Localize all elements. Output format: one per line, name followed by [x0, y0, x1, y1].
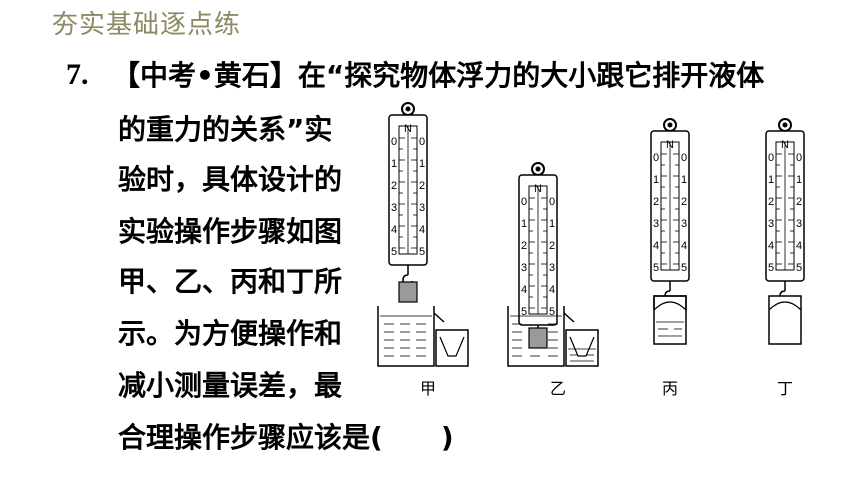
metal-block-yi [528, 327, 548, 349]
setup-yi: N 0 0 1 1 2 2 3 3 4 4 5 5 [507, 162, 599, 398]
small-cup-yi [565, 329, 599, 367]
tick-left-3: 3 [521, 262, 527, 274]
setup-bing: N 0 0 1 1 2 2 3 3 4 4 5 5 丙 [650, 118, 690, 398]
tick-left-4: 4 [653, 240, 659, 252]
question-line-7: 减小测量误差，最 [118, 369, 343, 402]
scale-top-label: N [534, 183, 542, 195]
water-jia [380, 315, 432, 357]
tick-left-4: 4 [768, 240, 774, 252]
tick-left-2: 2 [653, 196, 659, 208]
caption-ding: 丁 [777, 379, 793, 398]
tick-right-5: 5 [796, 262, 802, 274]
water-bing [656, 321, 684, 337]
caption-bing: 丙 [662, 379, 678, 398]
tick-right-0: 0 [681, 152, 687, 164]
tick-left-0: 0 [521, 196, 527, 208]
tick-right-3: 3 [681, 218, 687, 230]
question-line-4: 实验操作步骤如图 [118, 215, 343, 248]
scale-top-label: N [404, 123, 412, 135]
question-line-2: 的重力的关系”实 [118, 113, 333, 146]
tick-right-0: 0 [419, 136, 425, 148]
tick-right-5: 5 [549, 306, 555, 318]
spring-scale-jia [388, 102, 428, 286]
metal-block-jia [398, 281, 418, 303]
section-header: 夯实基础逐点练 [52, 10, 242, 40]
tick-right-4: 4 [796, 240, 802, 252]
tick-left-1: 1 [391, 158, 397, 170]
close-paren: ) [440, 421, 454, 454]
tick-left-0: 0 [768, 152, 774, 164]
tick-left-0: 0 [653, 152, 659, 164]
tick-right-3: 3 [796, 218, 802, 230]
tick-left-4: 4 [521, 284, 527, 296]
tick-left-2: 2 [521, 240, 527, 252]
tick-right-0: 0 [549, 196, 555, 208]
scale-top-label: N [666, 139, 674, 151]
small-cup-jia [435, 329, 469, 367]
tick-left-2: 2 [391, 180, 397, 192]
question-line-6: 示。为方便操作和 [118, 317, 343, 350]
question-line-1: 【中考•黄石】在“探究物体浮力的大小跟它排开液体 [112, 59, 765, 92]
tick-left-3: 3 [653, 218, 659, 230]
tick-right-4: 4 [549, 284, 555, 296]
question-line-8: 合理操作步骤应该是() [118, 418, 454, 458]
tick-left-5: 5 [653, 262, 659, 274]
spring-scale-bing [650, 118, 690, 302]
spring-scale-yi [518, 162, 558, 346]
tick-right-0: 0 [796, 152, 802, 164]
caption-yi: 乙 [550, 379, 566, 398]
tick-left-1: 1 [521, 218, 527, 230]
tick-right-4: 4 [681, 240, 687, 252]
tick-left-5: 5 [768, 262, 774, 274]
tick-right-5: 5 [681, 262, 687, 274]
hanging-cup-ding [768, 295, 802, 345]
caption-jia: 甲 [420, 379, 436, 398]
question-line-8-text: 合理操作步骤应该是( [118, 421, 383, 454]
tick-right-4: 4 [419, 224, 425, 236]
question-number: 7. [66, 58, 89, 91]
tick-left-0: 0 [391, 136, 397, 148]
tick-right-3: 3 [419, 202, 425, 214]
tick-right-2: 2 [796, 196, 802, 208]
question-line-3: 验时，具体设计的 [118, 163, 343, 196]
tick-left-3: 3 [768, 218, 774, 230]
tick-right-1: 1 [681, 174, 687, 186]
tick-right-2: 2 [681, 196, 687, 208]
tick-left-3: 3 [391, 202, 397, 214]
tick-left-1: 1 [768, 174, 774, 186]
setup-jia: N 0 0 1 1 2 2 3 3 4 4 5 5 [377, 102, 469, 398]
tick-left-4: 4 [391, 224, 397, 236]
tick-right-2: 2 [549, 240, 555, 252]
question-line-5: 甲、乙、丙和丁所 [118, 265, 343, 298]
tick-right-1: 1 [549, 218, 555, 230]
hanging-cup-bing [653, 295, 687, 345]
setup-ding: N 0 0 1 1 2 2 3 3 4 4 5 5 丁 [765, 118, 805, 398]
scale-top-label: N [781, 139, 789, 151]
tick-right-1: 1 [419, 158, 425, 170]
tick-left-1: 1 [653, 174, 659, 186]
spring-scale-ding [765, 118, 805, 302]
tick-left-2: 2 [768, 196, 774, 208]
water-yi [510, 315, 562, 357]
tick-right-2: 2 [419, 180, 425, 192]
tick-right-1: 1 [796, 174, 802, 186]
tick-left-5: 5 [391, 246, 397, 258]
tick-left-5: 5 [521, 306, 527, 318]
tick-right-3: 3 [549, 262, 555, 274]
tick-right-5: 5 [419, 246, 425, 258]
